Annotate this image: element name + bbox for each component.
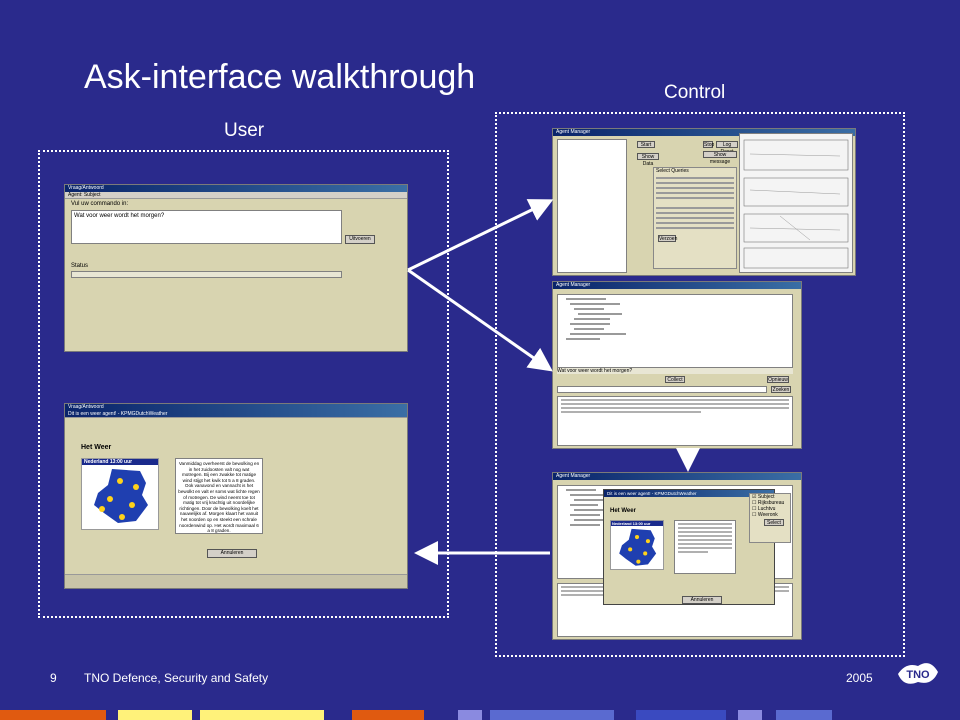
label-user: User [224,120,265,141]
forecast-text: Vanmiddag overheerst de bewolking en in … [175,458,263,534]
select-queries-label: Select Queries [656,168,689,174]
status-bar [71,271,342,278]
command-input[interactable]: Wat voor weer wordt het morgen? [71,210,342,244]
arrow-to-manager [407,199,554,272]
show-data-button[interactable]: Show Data [637,153,659,167]
overlay-titlebar: Dit is een weer agent! - KPMGDutchWeathe… [604,490,774,497]
checklist-item[interactable]: ☐ Rijksbureau [752,500,785,506]
start-button[interactable]: Start [637,141,655,148]
arrow-to-search [407,268,553,372]
window-subtitle: Dit is een weer agent! - KPMGDutchWeathe… [65,411,407,418]
question-field[interactable]: Wat voor weer wordt het morgen? [557,368,793,374]
footer-color-bar [352,710,424,720]
footer-color-bar [776,710,832,720]
footer-color-bar [118,710,192,720]
control-window-search: Agent Manager Wat voor weer wordt het mo… [552,281,802,449]
window-titlebar: Agent Manager [553,473,801,480]
footer-year: 2005 [846,671,873,685]
window-titlebar: Agent Manager [553,129,855,136]
status-label: Status [71,263,89,269]
weather-map: Nederland 13:00 uur [81,458,159,530]
weather-heading: Het Weer [610,508,636,514]
window-subtitle: Agent: Subject [65,192,407,199]
footer-organization: TNO Defence, Security and Safety [84,671,269,685]
footer-color-bar [738,710,762,720]
command-label: Vul uw commando in: [71,201,129,207]
cancel-button[interactable]: Annuleren [207,549,257,558]
output-pane [557,396,793,446]
result-input[interactable] [557,386,767,393]
cancel-button[interactable]: Annuleren [682,596,722,604]
netherlands-map-icon [619,528,657,566]
slide-title: Ask-interface walkthrough [84,58,476,96]
map-title: Nederland 13:00 uur [82,459,158,465]
forecast-text-preview [674,520,736,574]
opnieuw-button[interactable]: Opnieuw [767,376,789,383]
window-statusbar [65,574,407,588]
zoeken-button[interactable]: Zoeken [771,386,791,393]
footer-color-bar [200,710,324,720]
overlay-answer-window: Dit is een weer agent! - KPMGDutchWeathe… [603,489,775,605]
checklist-panel: ☑ Subject ☐ Rijksbureau ☐ Luchtvu ☐ Weer… [749,493,791,543]
weather-heading: Het Weer [81,444,112,451]
control-window-answer: Agent Manager Dit is een weer agent! - K… [552,472,802,640]
control-window-manager: Agent Manager Start Stop Log Reset Show … [552,128,856,276]
tno-logo-text: TNO [906,669,930,681]
weather-map: Nederland 13:00 uur [610,520,664,570]
checklist-item[interactable]: ☐ Luchtvu [752,506,776,512]
footer-color-bar [0,710,106,720]
select-button[interactable]: Select [764,519,784,526]
verzoen-button[interactable]: Verzoen [658,235,678,242]
window-titlebar: Vraag/Antwoord [65,404,407,411]
user-window-result: Vraag/Antwoord Dit is een weer agent! - … [64,403,408,589]
tno-logo-icon: TNO [898,663,938,684]
window-titlebar: Agent Manager [553,282,801,289]
collect-button[interactable]: Collect [665,376,685,383]
user-panel [38,150,449,618]
netherlands-map-icon [94,469,148,523]
label-control: Control [664,82,726,103]
diagram-pane [739,133,853,273]
tno-logo: TNO [894,656,942,692]
footer-color-bar [636,710,726,720]
show-message-button[interactable]: Show message [703,151,737,165]
query-selector: Select Queries Verzoen [653,167,737,269]
checklist-item[interactable]: ☐ Weeronk [752,512,778,518]
architecture-diagram-icon [743,139,849,269]
footer-color-bar [458,710,482,720]
control-panel [495,112,905,657]
tree-pane [557,294,793,368]
user-window-query: Vraag/Antwoord Agent: Subject Vul uw com… [64,184,408,352]
window-titlebar: Vraag/Antwoord [65,185,407,192]
map-title: Nederland 13:00 uur [611,521,663,526]
execute-button[interactable]: Uitvoeren [345,235,375,244]
page-number: 9 [50,671,57,685]
checklist-item[interactable]: ☑ Subject [752,494,775,500]
log-pane [557,139,627,273]
stop-button[interactable]: Stop [703,141,715,148]
footer-color-bar [490,710,614,720]
